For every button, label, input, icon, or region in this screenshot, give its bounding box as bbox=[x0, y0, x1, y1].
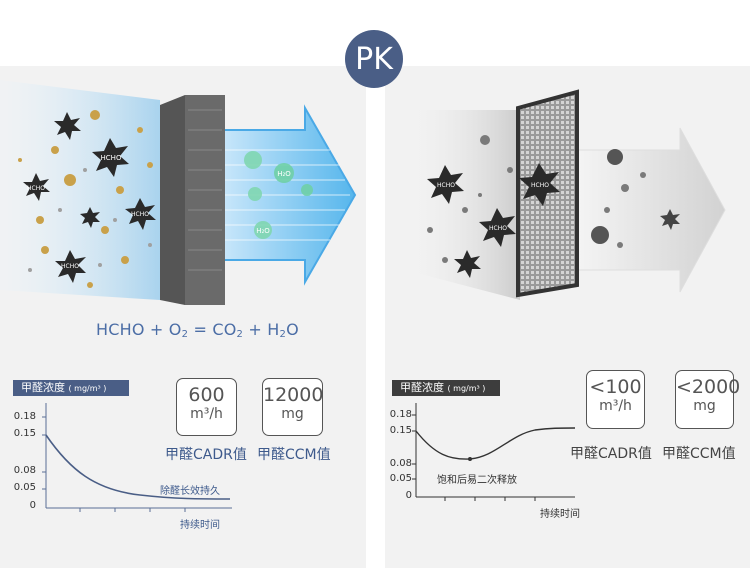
left-filter-illustration: HCHO HCHO HCHO HCHO H₂O H₂O bbox=[0, 80, 357, 305]
left-decay-chart bbox=[42, 403, 232, 512]
pk-badge: PK bbox=[345, 30, 403, 88]
left-cadr-label: 甲醛CADR值 bbox=[165, 447, 247, 463]
left-x-axis-label: 持续时间 bbox=[180, 520, 220, 531]
y-tick: 0.05 bbox=[389, 473, 412, 484]
svg-text:HCHO: HCHO bbox=[489, 225, 507, 232]
left-ccm-box: 12000 mg bbox=[262, 378, 323, 436]
right-ccm-box: <2000 mg bbox=[675, 370, 741, 429]
h2o-molecule-icon: H₂O H₂O bbox=[244, 151, 313, 239]
y-tick: 0.18 bbox=[13, 411, 36, 422]
hcho-molecule-icon bbox=[54, 112, 81, 140]
hcho-molecule-icon: HCHO bbox=[55, 250, 86, 283]
right-cadr-unit: m³/h bbox=[599, 398, 632, 414]
reaction-formula: HCHO + O2 = CO2 + H2O bbox=[96, 320, 299, 340]
left-formaldehyde-curve bbox=[45, 434, 231, 500]
mesh-filter bbox=[516, 89, 579, 298]
left-cadr-unit: m³/h bbox=[190, 406, 223, 422]
incoming-air-fan bbox=[405, 110, 520, 300]
svg-text:HCHO: HCHO bbox=[61, 263, 79, 270]
y-tick: 0 bbox=[29, 500, 36, 511]
y-tick: 0.05 bbox=[13, 482, 36, 493]
hcho-molecule-icon: HCHO bbox=[479, 208, 516, 247]
right-cadr-value: <100 bbox=[589, 376, 642, 398]
left-ccm-value: 12000 bbox=[263, 384, 324, 406]
y-tick: 0 bbox=[405, 490, 412, 501]
left-axes bbox=[42, 403, 232, 512]
incoming-air-fan bbox=[0, 80, 160, 300]
right-cadr-box: <100 m³/h bbox=[586, 370, 645, 429]
svg-text:HCHO: HCHO bbox=[101, 154, 122, 162]
right-cadr-label: 甲醛CADR值 bbox=[570, 446, 652, 462]
dust-particles bbox=[18, 110, 153, 288]
svg-text:HCHO: HCHO bbox=[131, 211, 149, 218]
right-axes bbox=[412, 403, 575, 501]
svg-text:HCHO: HCHO bbox=[27, 185, 45, 192]
y-tick: 0.15 bbox=[13, 428, 36, 439]
left-curve-note: 除醛长效持久 bbox=[160, 486, 220, 497]
right-ccm-label: 甲醛CCM值 bbox=[662, 446, 736, 462]
svg-text:H₂O: H₂O bbox=[277, 170, 291, 178]
residue-molecule-icon bbox=[591, 149, 680, 244]
hcho-molecule-icon: HCHO bbox=[427, 165, 464, 204]
left-cadr-value: 600 bbox=[188, 384, 225, 406]
svg-text:H₂O: H₂O bbox=[256, 227, 270, 235]
svg-text:HCHO: HCHO bbox=[437, 182, 455, 189]
right-x-axis-label: 持续时间 bbox=[540, 509, 580, 520]
svg-text:HCHO: HCHO bbox=[531, 182, 549, 189]
y-tick: 0.15 bbox=[389, 425, 412, 436]
right-ccm-unit: mg bbox=[693, 398, 716, 414]
right-formaldehyde-curve bbox=[415, 427, 576, 460]
hcho-molecule-icon bbox=[80, 207, 100, 228]
right-chart-title: 甲醛浓度 ( mg/m³ ) bbox=[392, 380, 500, 396]
y-tick: 0.08 bbox=[389, 458, 412, 469]
hcho-molecule-icon: HCHO bbox=[23, 173, 50, 201]
right-rebound-chart bbox=[412, 403, 576, 501]
hcho-molecule-icon: HCHO bbox=[92, 138, 129, 177]
left-cadr-box: 600 m³/h bbox=[176, 378, 237, 436]
right-curve-note: 饱和后易二次释放 bbox=[437, 475, 517, 486]
right-ccm-value: <2000 bbox=[676, 376, 741, 398]
dirty-air-arrow bbox=[564, 127, 726, 293]
left-ccm-unit: mg bbox=[281, 406, 304, 422]
right-filter-illustration: HCHO HCHO HCHO bbox=[405, 89, 726, 300]
y-tick: 0.08 bbox=[13, 465, 36, 476]
left-chart-title: 甲醛浓度 ( mg/m³ ) bbox=[13, 380, 129, 396]
hcho-molecule-icon: HCHO bbox=[519, 163, 560, 206]
hcho-molecule-icon: HCHO bbox=[125, 198, 156, 230]
y-tick: 0.18 bbox=[389, 409, 412, 420]
left-ccm-label: 甲醛CCM值 bbox=[257, 447, 331, 463]
hcho-molecule-icon bbox=[454, 250, 481, 278]
